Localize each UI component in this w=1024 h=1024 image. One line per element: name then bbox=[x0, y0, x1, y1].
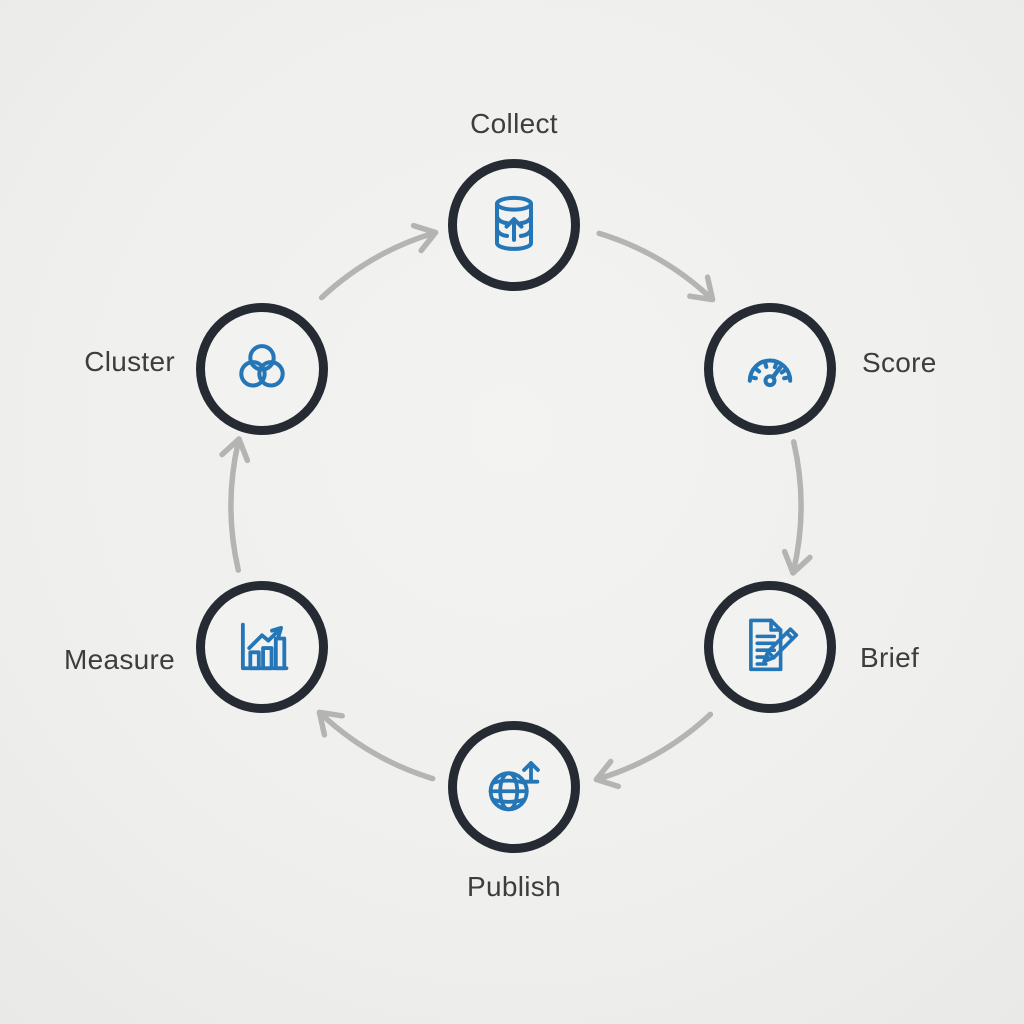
arrow-score-to-brief bbox=[781, 439, 813, 576]
node-brief-label: Brief bbox=[860, 642, 920, 673]
venn-circles-icon bbox=[239, 344, 285, 388]
arrow-publish-to-measure bbox=[316, 709, 436, 782]
node-cluster bbox=[196, 303, 328, 435]
node-collect-label: Collect bbox=[470, 108, 558, 139]
database-upload-icon bbox=[494, 195, 534, 251]
node-score-label: Score bbox=[862, 347, 937, 378]
node-measure bbox=[196, 581, 328, 713]
arrow-brief-to-publish bbox=[593, 711, 714, 790]
node-publish bbox=[448, 721, 580, 853]
node-cluster-label: Cluster bbox=[84, 346, 175, 377]
node-measure-label: Measure bbox=[63, 644, 175, 675]
arrow-collect-to-score bbox=[596, 230, 716, 303]
globe-upload-icon bbox=[488, 761, 540, 812]
node-collect bbox=[448, 159, 580, 291]
node-score bbox=[704, 303, 836, 435]
bar-chart-icon bbox=[240, 622, 289, 671]
gauge-icon bbox=[747, 358, 793, 388]
document-pencil-icon bbox=[749, 618, 799, 672]
node-brief bbox=[704, 581, 836, 713]
node-publish-label: Publish bbox=[467, 871, 561, 902]
arrow-cluster-to-collect bbox=[318, 222, 439, 301]
arrow-measure-to-cluster bbox=[219, 436, 251, 573]
